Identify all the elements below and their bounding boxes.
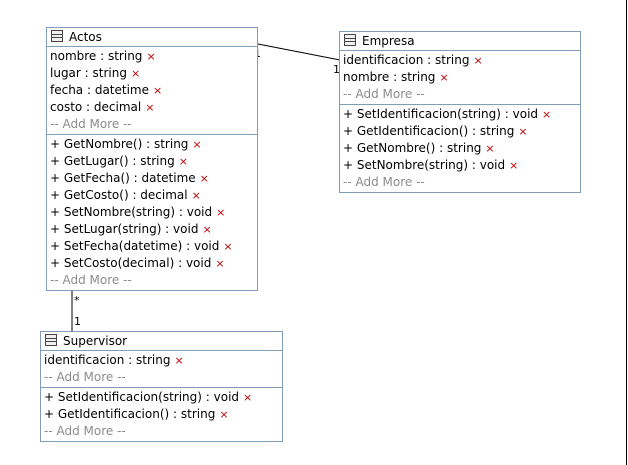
delete-icon[interactable]: ×	[215, 257, 225, 270]
delete-icon[interactable]: ×	[199, 172, 209, 185]
attribute-row[interactable]: identificacion : string×	[44, 352, 282, 369]
add-more-method-link[interactable]: -- Add More --	[44, 424, 126, 438]
method-row[interactable]: + GetFecha() : datetime×	[50, 170, 257, 187]
method-label: + GetNombre() : string	[50, 137, 189, 151]
add-more-attribute-link[interactable]: -- Add More --	[343, 87, 425, 101]
class-icon	[344, 34, 356, 46]
canvas-edge-line	[626, 0, 627, 465]
delete-icon[interactable]: ×	[439, 71, 449, 84]
attribute-label: identificacion : string	[343, 53, 470, 67]
method-row[interactable]: + SetNombre(string) : void×	[50, 204, 257, 221]
delete-icon[interactable]: ×	[153, 84, 163, 97]
method-label: + SetFecha(datetime) : void	[50, 239, 220, 253]
method-row[interactable]: + GetIdentificacion() : string×	[343, 123, 580, 140]
multiplicity-actos-empresa-right: 1	[333, 63, 340, 76]
method-label: + GetIdentificacion() : string	[44, 407, 216, 421]
method-label: + SetIdentificacion(string) : void	[44, 390, 240, 404]
class-name-empresa: Empresa	[362, 34, 415, 48]
method-row[interactable]: + SetLugar(string) : void×	[50, 221, 257, 238]
delete-icon[interactable]: ×	[473, 54, 483, 67]
delete-icon[interactable]: ×	[243, 391, 253, 404]
method-row[interactable]: + SetIdentificacion(string) : void×	[44, 389, 282, 406]
attribute-section-supervisor: identificacion : string× -- Add More --	[41, 351, 282, 387]
attribute-section-actos: nombre : string× lugar : string× fecha :…	[47, 47, 257, 134]
delete-icon[interactable]: ×	[219, 408, 229, 421]
delete-icon[interactable]: ×	[485, 142, 495, 155]
attribute-label: identificacion : string	[44, 353, 171, 367]
method-label: + SetCosto(decimal) : void	[50, 256, 212, 270]
delete-icon[interactable]: ×	[146, 50, 156, 63]
delete-icon[interactable]: ×	[542, 108, 552, 121]
attribute-section-empresa: identificacion : string× nombre : string…	[340, 51, 580, 104]
method-label: + GetNombre() : string	[343, 141, 482, 155]
delete-icon[interactable]: ×	[192, 138, 202, 151]
method-label: + GetLugar() : string	[50, 154, 175, 168]
association-actos-empresa[interactable]	[257, 43, 341, 61]
delete-icon[interactable]: ×	[223, 240, 233, 253]
delete-icon[interactable]: ×	[191, 189, 201, 202]
delete-icon[interactable]: ×	[216, 206, 226, 219]
class-name-actos: Actos	[69, 30, 102, 44]
delete-icon[interactable]: ×	[518, 125, 528, 138]
method-row[interactable]: + SetCosto(decimal) : void×	[50, 255, 257, 272]
attribute-row[interactable]: costo : decimal×	[50, 99, 257, 116]
method-label: + SetNombre(string) : void	[343, 158, 506, 172]
class-header-actos[interactable]: Actos	[47, 28, 257, 47]
class-box-supervisor[interactable]: Supervisor identificacion : string× -- A…	[40, 331, 283, 442]
add-more-method-link[interactable]: -- Add More --	[50, 273, 132, 287]
attribute-row[interactable]: nombre : string×	[50, 48, 257, 65]
method-row[interactable]: + SetFecha(datetime) : void×	[50, 238, 257, 255]
class-name-supervisor: Supervisor	[63, 334, 128, 348]
method-section-actos: + GetNombre() : string× + GetLugar() : s…	[47, 134, 257, 290]
delete-icon[interactable]: ×	[178, 155, 188, 168]
add-more-method-link[interactable]: -- Add More --	[343, 175, 425, 189]
method-section-supervisor: + SetIdentificacion(string) : void× + Ge…	[41, 387, 282, 441]
attribute-label: nombre : string	[343, 70, 436, 84]
attribute-row[interactable]: identificacion : string×	[343, 52, 580, 69]
class-box-empresa[interactable]: Empresa identificacion : string× nombre …	[339, 31, 581, 193]
method-row[interactable]: + GetIdentificacion() : string×	[44, 406, 282, 423]
attribute-label: nombre : string	[50, 49, 143, 63]
method-label: + SetIdentificacion(string) : void	[343, 107, 539, 121]
method-label: + GetCosto() : decimal	[50, 188, 188, 202]
delete-icon[interactable]: ×	[145, 101, 155, 114]
method-label: + GetIdentificacion() : string	[343, 124, 515, 138]
method-label: + SetNombre(string) : void	[50, 205, 213, 219]
class-header-empresa[interactable]: Empresa	[340, 32, 580, 51]
delete-icon[interactable]: ×	[509, 159, 519, 172]
class-box-actos[interactable]: Actos nombre : string× lugar : string× f…	[46, 27, 258, 291]
delete-icon[interactable]: ×	[174, 354, 184, 367]
delete-icon[interactable]: ×	[130, 67, 141, 80]
attribute-label: lugar : string	[50, 66, 127, 80]
add-more-attribute-link[interactable]: -- Add More --	[50, 117, 132, 131]
attribute-label: costo : decimal	[50, 100, 142, 114]
attribute-row[interactable]: lugar : string×	[50, 65, 257, 82]
delete-icon[interactable]: ×	[202, 223, 212, 236]
attribute-label: fecha : datetime	[50, 83, 150, 97]
method-row[interactable]: + GetCosto() : decimal×	[50, 187, 257, 204]
multiplicity-actos-supervisor-top: *	[74, 294, 80, 307]
class-icon	[51, 30, 63, 42]
method-row[interactable]: + GetNombre() : string×	[50, 136, 257, 153]
multiplicity-actos-supervisor-bottom: 1	[74, 315, 81, 328]
method-row[interactable]: + SetIdentificacion(string) : void×	[343, 106, 580, 123]
attribute-row[interactable]: nombre : string×	[343, 69, 580, 86]
attribute-row[interactable]: fecha : datetime×	[50, 82, 257, 99]
class-header-supervisor[interactable]: Supervisor	[41, 332, 282, 351]
add-more-attribute-link[interactable]: -- Add More --	[44, 370, 126, 384]
method-label: + SetLugar(string) : void	[50, 222, 199, 236]
class-icon	[45, 334, 57, 346]
method-section-empresa: + SetIdentificacion(string) : void× + Ge…	[340, 104, 580, 192]
method-row[interactable]: + GetNombre() : string×	[343, 140, 580, 157]
method-label: + GetFecha() : datetime	[50, 171, 196, 185]
method-row[interactable]: + SetNombre(string) : void×	[343, 157, 580, 174]
method-row[interactable]: + GetLugar() : string×	[50, 153, 257, 170]
